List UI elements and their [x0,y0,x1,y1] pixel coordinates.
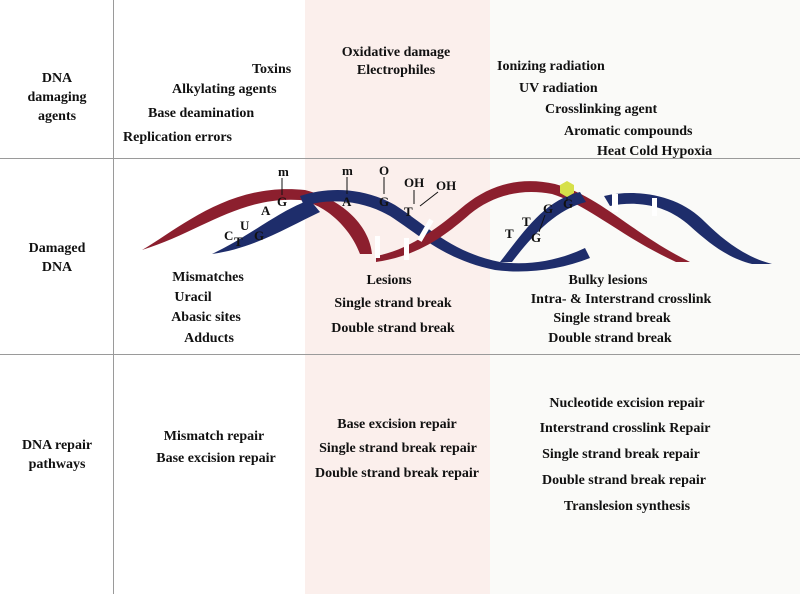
helix-label: A [342,194,352,209]
helix-label: A [261,203,271,218]
repair-double-strand-break: Double strand break repair [315,465,479,483]
repair-nucleotide-excision: Nucleotide excision repair [549,395,704,413]
helix-label: O [379,163,389,178]
damage-single-strand-break: Single strand break [334,295,451,313]
helix-label: C [224,228,233,243]
repair-double-strand-break-3: Double strand break repair [542,472,706,490]
repair-single-strand-break-3: Single strand break repair [542,446,700,464]
damage-double-strand-break-3: Double strand break [548,330,671,348]
strand-break-mark [652,198,657,216]
damage-abasic-sites: Abasic sites [171,309,241,327]
helix-label: G [531,230,541,245]
helix-label: m [278,164,289,179]
helix-label: T [522,214,531,229]
damage-crosslink: Intra- & Interstrand crosslink [531,291,712,309]
helix-label: G [379,194,389,209]
damage-bulky-lesions: Bulky lesions [569,272,648,290]
strand-break-mark [612,194,618,212]
helix-label: U [240,218,250,233]
repair-translesion-synthesis: Translesion synthesis [564,498,690,516]
helix-label: G [563,196,573,211]
damage-adducts: Adducts [184,330,234,348]
helix-label: G [277,194,287,209]
helix-label: T [505,226,514,241]
damage-lesions: Lesions [366,272,411,290]
damage-uracil: Uracil [174,289,211,307]
helix-label: G [254,228,264,243]
helix-label: m [342,163,353,178]
repair-base-excision-2: Base excision repair [337,416,457,434]
repair-interstrand-crosslink: Interstrand crosslink Repair [540,420,711,438]
repair-base-excision: Base excision repair [156,450,276,468]
helix-label: T [234,234,243,249]
double-strand-break-mark [404,238,409,260]
damage-double-strand-break: Double strand break [331,320,454,338]
damage-single-strand-break-3: Single strand break [553,310,670,328]
damage-mismatches: Mismatches [172,269,244,287]
helix-label: T [404,204,413,219]
helix-label: OH [436,178,456,193]
helix-label: G [543,201,553,216]
repair-single-strand-break: Single strand break repair [319,440,477,458]
repair-mismatch: Mismatch repair [164,428,264,446]
helix-label: OH [404,175,424,190]
single-strand-break-mark [375,236,380,258]
